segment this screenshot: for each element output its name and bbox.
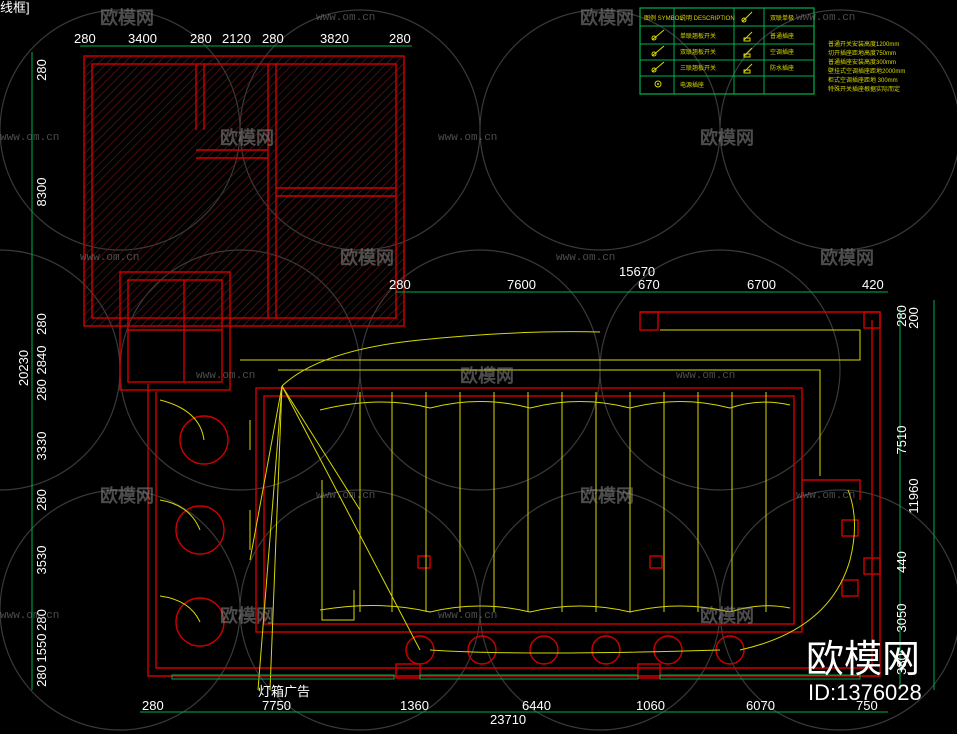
svg-text:www.om.cn: www.om.cn (796, 490, 855, 502)
svg-text:7600: 7600 (507, 277, 536, 292)
svg-text:380: 380 (894, 653, 909, 675)
svg-text:普通开关安装高度1200mm: 普通开关安装高度1200mm (828, 40, 899, 48)
svg-text:www.om.cn: www.om.cn (316, 490, 375, 502)
svg-text:壁挂式空调插座距地2000mm: 壁挂式空调插座距地2000mm (828, 67, 905, 75)
svg-text:防水插座: 防水插座 (770, 64, 794, 72)
svg-text:www.om.cn: www.om.cn (196, 370, 255, 382)
svg-text:11960: 11960 (906, 478, 921, 513)
svg-text:280: 280 (34, 59, 49, 81)
svg-text:280: 280 (34, 665, 49, 687)
svg-text:空调插座: 空调插座 (770, 48, 794, 56)
dims-left: 280 8300 280 2840 20230 280 3330 280 353… (16, 59, 49, 687)
svg-text:www.om.cn: www.om.cn (0, 610, 59, 622)
svg-text:280: 280 (389, 31, 411, 46)
svg-text:3330: 3330 (34, 432, 49, 461)
svg-text:www.om.cn: www.om.cn (438, 610, 497, 622)
brand-logo-text: 欧模网 (806, 639, 920, 681)
svg-text:280: 280 (894, 305, 909, 327)
svg-text:8300: 8300 (34, 178, 49, 207)
svg-text:www.om.cn: www.om.cn (0, 132, 59, 144)
dims-top-left: 280 3400 280 2120 280 3820 280 (74, 31, 411, 46)
lightbox-label: 灯箱广告 (258, 684, 310, 699)
legend-table: 图例 SYMBOL 说明 DESCRIPTION 双联单极 单联翘板开关 普通插… (639, 7, 815, 95)
frame-label: 线框] (0, 0, 30, 15)
svg-text:280: 280 (190, 31, 212, 46)
svg-text:www.om.cn: www.om.cn (556, 252, 615, 264)
svg-text:15670: 15670 (619, 264, 655, 279)
svg-text:280: 280 (142, 698, 164, 713)
svg-text:2120: 2120 (222, 31, 251, 46)
svg-text:www.om.cn: www.om.cn (438, 132, 497, 144)
svg-text:www.om.cn: www.om.cn (316, 12, 375, 24)
svg-text:普通插座安装高度300mm: 普通插座安装高度300mm (828, 58, 896, 66)
svg-text:280: 280 (34, 609, 49, 631)
svg-text:280: 280 (262, 31, 284, 46)
main-building (147, 311, 881, 679)
svg-text:750: 750 (856, 698, 878, 713)
svg-text:1060: 1060 (636, 698, 665, 713)
dims-bottom: 280 7750 1360 6440 1060 6070 750 23710 (142, 698, 878, 727)
svg-text:www.om.cn: www.om.cn (676, 370, 735, 382)
svg-text:电源插座: 电源插座 (680, 81, 704, 89)
svg-text:欧模网: 欧模网 (100, 485, 154, 506)
watermarks: 欧模网 www.om.cn 欧模网 www.om.cn www.om.cn 欧模… (0, 7, 874, 626)
svg-text:6700: 6700 (747, 277, 776, 292)
svg-text:420: 420 (862, 277, 884, 292)
svg-text:7510: 7510 (894, 426, 909, 455)
svg-text:20230: 20230 (16, 350, 31, 386)
svg-text:普通插座: 普通插座 (770, 32, 794, 40)
svg-text:欧模网: 欧模网 (700, 605, 754, 626)
dims-right-side: 280 200 7510 11960 440 3050 380 (894, 305, 921, 675)
installation-notes: 普通开关安装高度1200mm 切开插座距地高度750mm 普通插座安装高度300… (828, 40, 905, 93)
svg-text:柜式空调插座距地 300mm: 柜式空调插座距地 300mm (828, 76, 898, 84)
svg-text:3530: 3530 (34, 546, 49, 575)
svg-text:3820: 3820 (320, 31, 349, 46)
svg-text:特殊开关插座根据实际而定: 特殊开关插座根据实际而定 (828, 85, 900, 93)
svg-text:1360: 1360 (400, 698, 429, 713)
svg-text:欧模网: 欧模网 (700, 127, 754, 148)
svg-text:欧模网: 欧模网 (580, 485, 634, 506)
svg-text:280: 280 (34, 489, 49, 511)
svg-text:双联单极: 双联单极 (770, 14, 794, 22)
svg-text:6070: 6070 (746, 698, 775, 713)
fixture-lines (249, 392, 767, 612)
svg-text:欧模网: 欧模网 (220, 605, 274, 626)
svg-text:欧模网: 欧模网 (100, 7, 154, 28)
svg-text:2840: 2840 (34, 346, 49, 375)
legend-header-symbol: 图例 SYMBOL (644, 14, 683, 22)
svg-text:欧模网: 欧模网 (340, 247, 394, 268)
svg-text:280: 280 (389, 277, 411, 292)
dims-right-upper: 15670 280 7600 670 6700 420 (389, 264, 884, 292)
svg-text:1550: 1550 (34, 634, 49, 663)
wiring (159, 329, 861, 691)
brand-id: ID:1376028 (808, 680, 922, 705)
svg-text:670: 670 (638, 277, 660, 292)
light-strip (171, 674, 861, 680)
svg-text:切开插座距地高度750mm: 切开插座距地高度750mm (828, 49, 896, 57)
svg-text:3050: 3050 (894, 604, 909, 633)
svg-text:7750: 7750 (262, 698, 291, 713)
svg-text:双联翘板开关: 双联翘板开关 (680, 48, 716, 56)
svg-text:3400: 3400 (128, 31, 157, 46)
svg-text:23710: 23710 (490, 712, 526, 727)
legend-header-desc: 说明 DESCRIPTION (680, 14, 735, 22)
svg-text:440: 440 (894, 551, 909, 573)
svg-text:www.om.cn: www.om.cn (796, 12, 855, 24)
svg-text:三联翘板开关: 三联翘板开关 (680, 64, 716, 72)
dimension-lines (31, 45, 935, 713)
svg-text:6440: 6440 (522, 698, 551, 713)
upper-building (83, 55, 405, 391)
svg-text:欧模网: 欧模网 (460, 365, 514, 386)
svg-text:欧模网: 欧模网 (220, 127, 274, 148)
svg-text:280: 280 (34, 379, 49, 401)
svg-text:欧模网: 欧模网 (820, 247, 874, 268)
svg-text:280: 280 (34, 313, 49, 335)
svg-text:200: 200 (906, 307, 921, 329)
svg-text:280: 280 (74, 31, 96, 46)
svg-text:单联翘板开关: 单联翘板开关 (680, 32, 716, 40)
svg-text:欧模网: 欧模网 (580, 7, 634, 28)
svg-text:www.om.cn: www.om.cn (80, 252, 139, 264)
